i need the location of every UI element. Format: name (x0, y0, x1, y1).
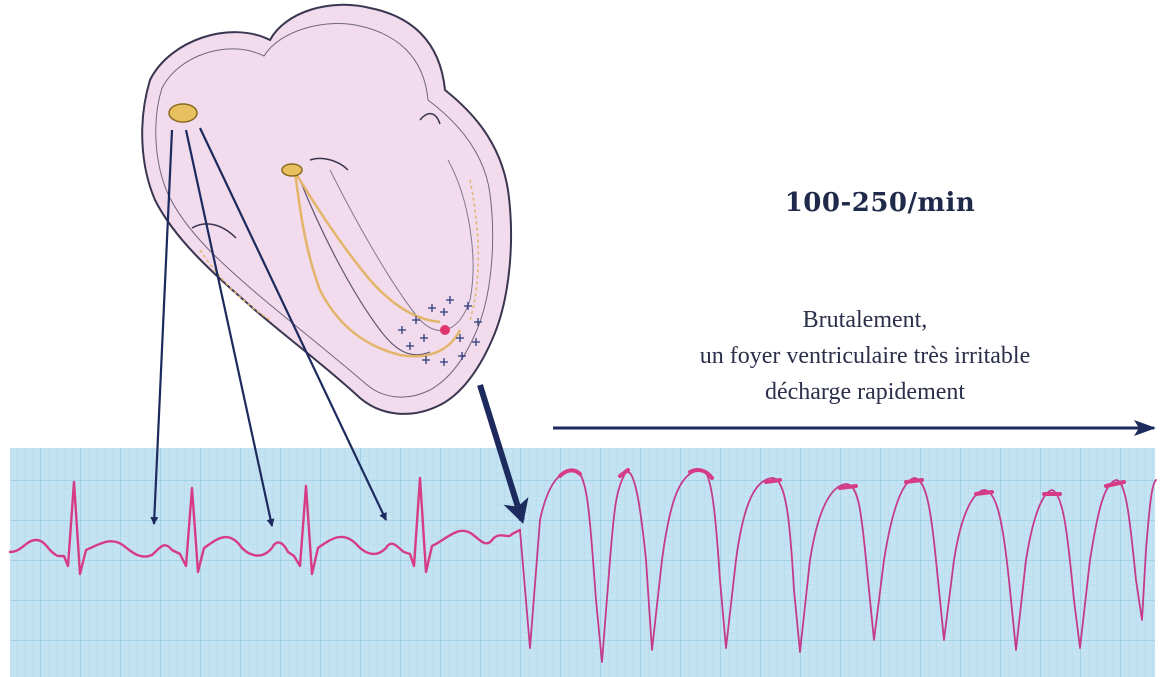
description-line-1: Brutalement, (640, 302, 1090, 338)
description-line-3: décharge rapidement (640, 374, 1090, 410)
description-line-2: un foyer ventriculaire très irritable (640, 338, 1090, 374)
sa-node-icon (169, 104, 197, 122)
ecg-grid-paper (10, 448, 1155, 677)
heart-outer-wall (142, 5, 511, 414)
av-node-icon (282, 164, 302, 176)
description-text: Brutalement, un foyer ventriculaire très… (640, 302, 1090, 410)
heart-rate-label: 100-250/min (760, 188, 1000, 218)
heart-illustration (142, 5, 511, 414)
